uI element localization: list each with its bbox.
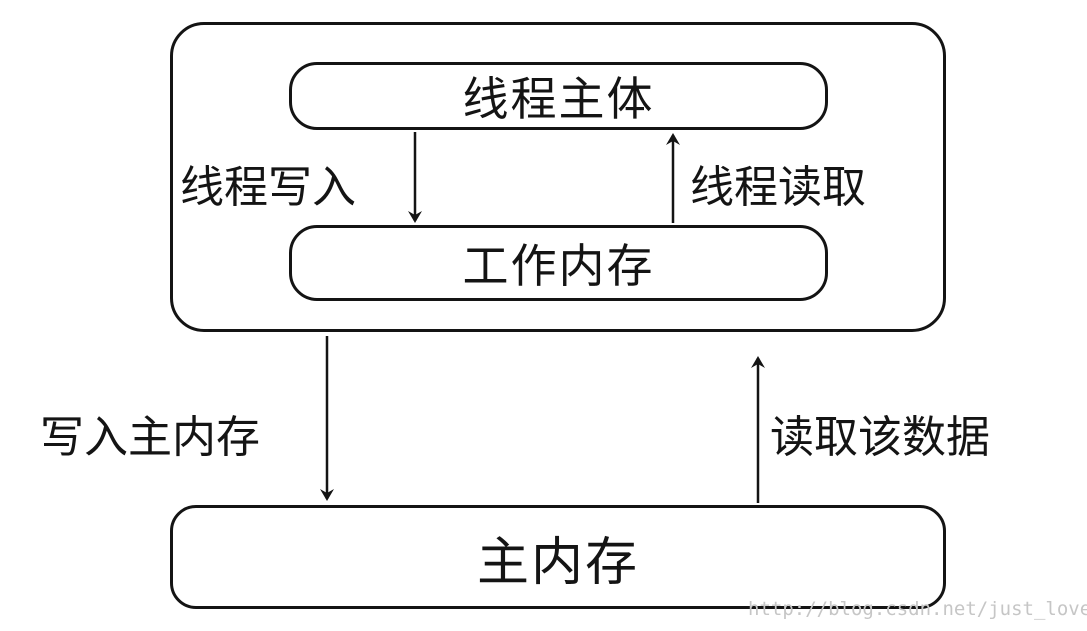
read-data-label: 读取该数据 <box>770 412 990 463</box>
working-memory-label: 工作内存 <box>462 239 655 293</box>
write-main-memory-label: 写入主内存 <box>40 412 260 463</box>
thread-read-label: 线程读取 <box>690 162 866 213</box>
thread-write-label: 线程写入 <box>180 162 356 213</box>
thread-body-label: 线程主体 <box>462 72 655 126</box>
watermark: http://blog.csdn.net/just_loveyou5 <box>748 598 1087 620</box>
thread-body-node: 线程主体 <box>289 62 828 130</box>
working-memory-node: 工作内存 <box>289 225 828 301</box>
main-memory-node: 主内存 <box>170 505 946 609</box>
main-memory-label: 主内存 <box>476 532 639 593</box>
